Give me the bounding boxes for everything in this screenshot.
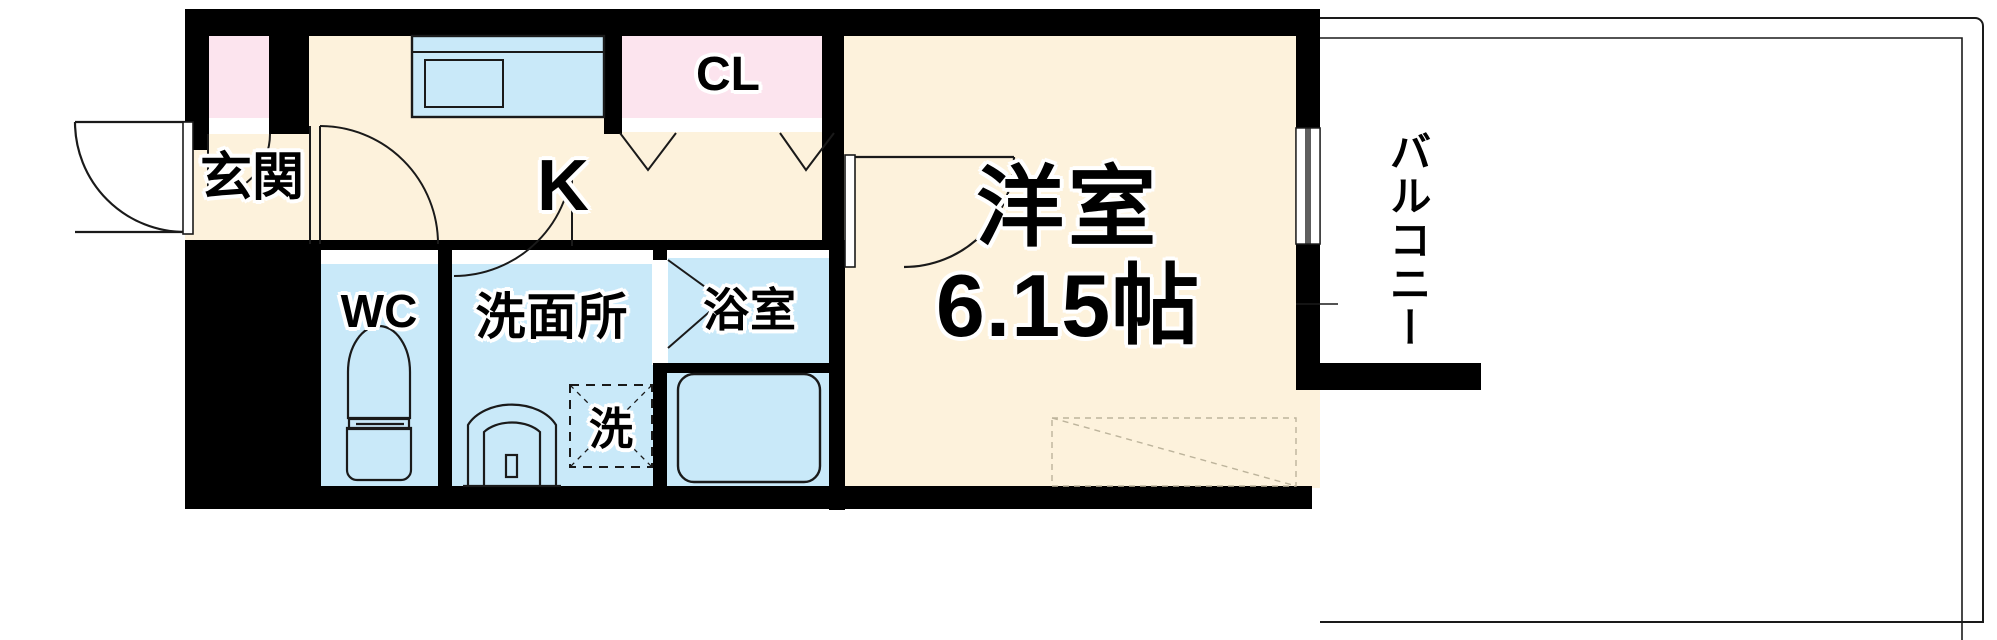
label-washroom: 洗面所	[475, 289, 629, 345]
toilet-door-head	[320, 246, 438, 262]
label-balcony: バルコニー	[1384, 130, 1431, 350]
wall-bath-mid	[666, 363, 829, 373]
label-western-room: 洋室	[975, 158, 1161, 257]
label-toilet: WC	[340, 285, 418, 337]
wall-bottom-wet	[185, 486, 830, 509]
wall-kitchen-room	[822, 9, 844, 249]
wall-toilet-washroom	[438, 246, 452, 488]
wall-hall-wet-divider	[185, 240, 830, 250]
closet-door-track	[620, 118, 836, 132]
wall-room-bottom	[845, 486, 1312, 509]
wall-shoecloset-right	[269, 9, 309, 134]
label-entrance: 玄関	[199, 149, 305, 207]
label-closet: CL	[696, 48, 760, 101]
wall-bath-room-divider	[829, 240, 845, 510]
label-western-room-area: 6.15帖	[935, 256, 1201, 355]
wall-washroom-bath	[653, 240, 667, 260]
wall-top	[185, 9, 1312, 36]
bathroom-door-head	[652, 258, 668, 365]
wall-entrance-threshold	[185, 120, 209, 150]
label-kitchen: K	[537, 146, 589, 226]
wall-room-balcony-top	[1296, 9, 1320, 129]
label-bathroom: 浴室	[703, 284, 797, 336]
shoe-closet-fill	[208, 36, 269, 118]
wall-washroom-bath-lower	[653, 363, 667, 488]
entrance-door-swing	[73, 120, 186, 234]
bathroom-floor-lower	[666, 372, 829, 486]
wall-counter-closet	[604, 28, 622, 134]
label-washing-machine: 洗	[589, 405, 633, 454]
shoe-closet-door	[208, 118, 269, 134]
closet-fill	[620, 36, 836, 118]
wall-room-balcony-bottom	[1296, 243, 1320, 363]
wall-left-solid	[185, 246, 321, 486]
wall-room-right-lower	[1296, 363, 1481, 390]
